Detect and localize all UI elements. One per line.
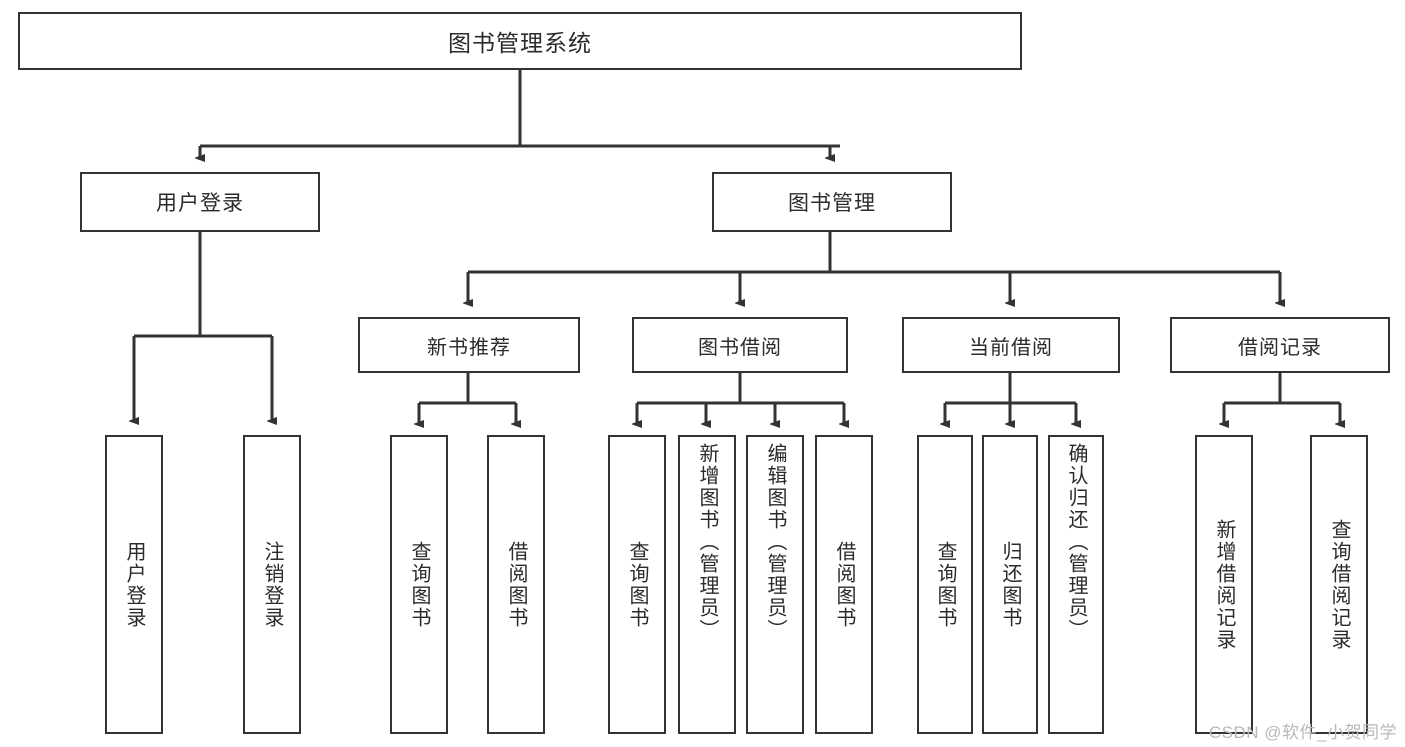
- node-current-borrow[interactable]: 当前借阅: [902, 317, 1120, 373]
- connector-bookborrow-children: [637, 373, 844, 424]
- leaf-current-query-book-label: 查询图书: [934, 540, 956, 629]
- leaf-borrow-query-book[interactable]: 查询图书: [608, 435, 666, 734]
- leaf-borrow-borrow-book-label: 借阅图书: [833, 540, 855, 629]
- leaf-newbook-query-book-label: 查询图书: [408, 540, 430, 629]
- node-book-management-label: 图书管理: [788, 192, 876, 215]
- node-borrow-record[interactable]: 借阅记录: [1170, 317, 1390, 373]
- leaf-record-query-label: 查询借阅记录: [1328, 518, 1350, 651]
- leaf-record-add-label: 新增借阅记录: [1213, 518, 1235, 651]
- node-root-label: 图书管理系统: [448, 30, 592, 56]
- leaf-borrow-edit-book-label: 编辑图书（管理员）: [764, 443, 786, 641]
- node-borrow-record-label: 借阅记录: [1238, 336, 1322, 359]
- leaf-current-return-book[interactable]: 归还图书: [982, 435, 1038, 734]
- connector-record-children: [1224, 373, 1340, 424]
- leaf-borrow-add-book[interactable]: 新增图书（管理员）: [678, 435, 736, 734]
- connector-currentborrow-children: [945, 373, 1076, 424]
- leaf-user-login-signout[interactable]: 注销登录: [243, 435, 301, 734]
- leaf-record-query[interactable]: 查询借阅记录: [1310, 435, 1368, 734]
- leaf-newbook-borrow-book-label: 借阅图书: [505, 540, 527, 629]
- node-new-book-recommend[interactable]: 新书推荐: [358, 317, 580, 373]
- leaf-record-add[interactable]: 新增借阅记录: [1195, 435, 1253, 734]
- leaf-current-return-book-label: 归还图书: [999, 540, 1021, 629]
- node-user-login[interactable]: 用户登录: [80, 172, 320, 232]
- connector-newbook-children: [419, 373, 516, 424]
- leaf-user-login-signin-label: 用户登录: [123, 540, 145, 629]
- connector-bookmgmt-children: [468, 232, 1280, 303]
- leaf-borrow-borrow-book[interactable]: 借阅图书: [815, 435, 873, 734]
- leaf-current-query-book[interactable]: 查询图书: [917, 435, 973, 734]
- leaf-newbook-query-book[interactable]: 查询图书: [390, 435, 448, 734]
- node-new-book-recommend-label: 新书推荐: [427, 336, 511, 359]
- leaf-user-login-signout-label: 注销登录: [261, 540, 283, 629]
- leaf-current-confirm-return[interactable]: 确认归还（管理员）: [1048, 435, 1104, 734]
- connector-userlogin-children: [134, 232, 272, 421]
- node-book-management[interactable]: 图书管理: [712, 172, 952, 232]
- leaf-borrow-add-book-label: 新增图书（管理员）: [696, 443, 718, 641]
- leaf-newbook-borrow-book[interactable]: 借阅图书: [487, 435, 545, 734]
- node-book-borrow[interactable]: 图书借阅: [632, 317, 848, 373]
- node-current-borrow-label: 当前借阅: [969, 336, 1053, 359]
- node-user-login-label: 用户登录: [156, 192, 244, 215]
- connector-root-to-level1: [200, 70, 840, 158]
- node-root[interactable]: 图书管理系统: [18, 12, 1022, 70]
- leaf-borrow-query-book-label: 查询图书: [626, 540, 648, 629]
- leaf-user-login-signin[interactable]: 用户登录: [105, 435, 163, 734]
- leaf-current-confirm-return-label: 确认归还（管理员）: [1065, 443, 1087, 641]
- leaf-borrow-edit-book[interactable]: 编辑图书（管理员）: [746, 435, 804, 734]
- node-book-borrow-label: 图书借阅: [698, 336, 782, 359]
